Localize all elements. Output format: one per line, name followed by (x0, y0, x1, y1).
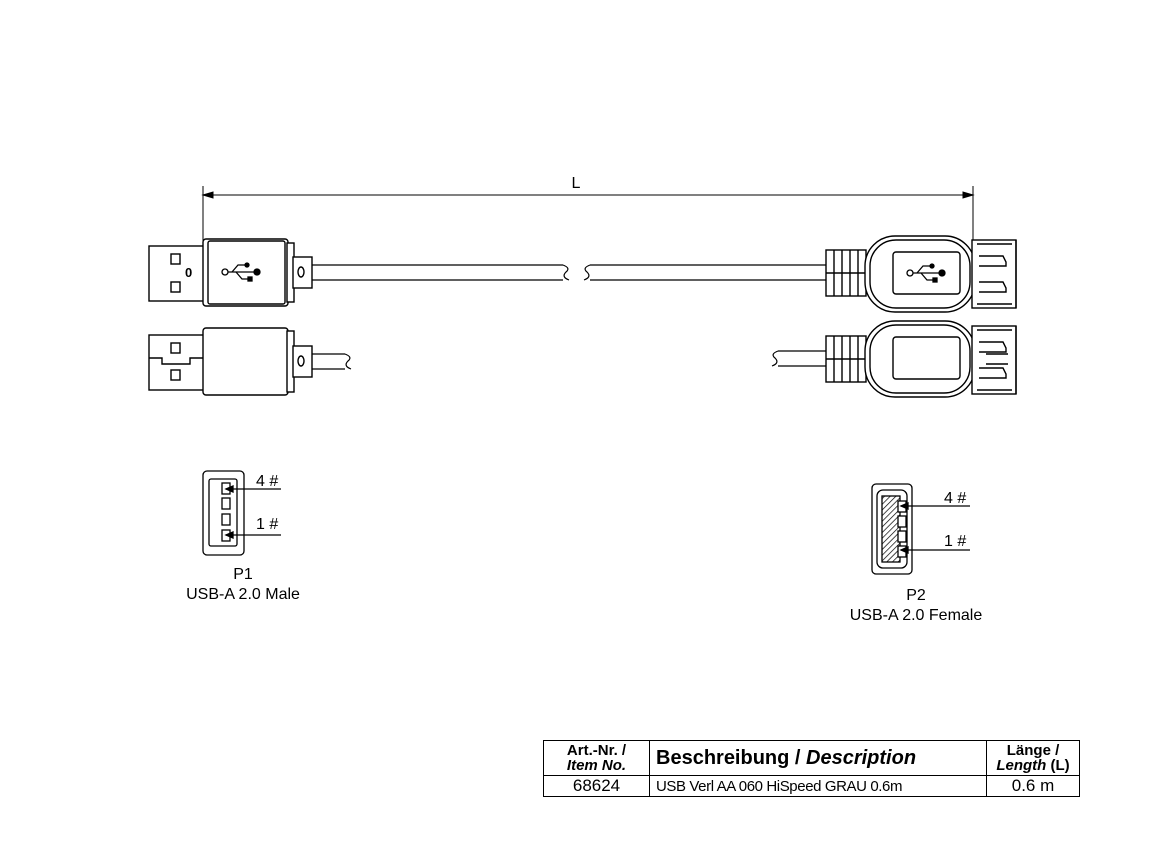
p2-description: USB-A 2.0 Female (849, 607, 983, 624)
p1-name: P1 (233, 566, 253, 583)
col-item-header-line2: Item No. (566, 757, 627, 774)
item-no-cell: 68624 (543, 775, 650, 797)
cable-bottom-right (771, 350, 828, 367)
usb-icon (221, 262, 261, 282)
col-item-header-line1: Art.-Nr. / (566, 742, 627, 759)
spec-table: Art.-Nr. / Item No. Beschreibung / Descr… (543, 740, 1080, 797)
cable-top (312, 264, 828, 281)
col-desc-header-a: Beschreibung / (656, 746, 807, 769)
p1-pin-top-label: 4 # (256, 473, 279, 490)
description-cell: USB Verl AA 060 HiSpeed GRAU 0.6m (649, 775, 987, 797)
col-length-header: Länge / Length (L) (986, 740, 1080, 776)
col-length-header-line1: Länge / (1006, 742, 1060, 759)
col-desc-header-b: Description (806, 746, 917, 769)
p1-description: USB-A 2.0 Male (186, 586, 300, 603)
p2-pin-top-label: 4 # (944, 490, 967, 507)
p2-name: P2 (906, 587, 926, 604)
length-cell: 0.6 m (986, 775, 1080, 797)
col-length-header-l: (L) (1046, 757, 1070, 774)
col-length-header-length: Length (996, 757, 1047, 774)
dimension-line (201, 186, 975, 243)
female-socket-bottom (825, 320, 1017, 398)
plug-mark: 0 (185, 265, 193, 280)
usb-icon-female (906, 263, 946, 283)
male-plug-bottom (148, 327, 313, 396)
col-desc-header: Beschreibung / Description (649, 740, 987, 776)
p2-face-view (871, 483, 970, 575)
p2-pin-bottom-label: 1 # (944, 533, 967, 550)
spec-table-header: Art.-Nr. / Item No. Beschreibung / Descr… (543, 740, 1080, 776)
dimension-label: L (571, 175, 581, 192)
col-item-header: Art.-Nr. / Item No. (543, 740, 650, 776)
p1-pin-bottom-label: 1 # (256, 516, 279, 533)
cable-bottom-left (312, 353, 352, 370)
female-socket-top (825, 235, 1017, 313)
table-row: 68624 USB Verl AA 060 HiSpeed GRAU 0.6m … (543, 775, 1080, 797)
p1-face-view (202, 470, 281, 556)
